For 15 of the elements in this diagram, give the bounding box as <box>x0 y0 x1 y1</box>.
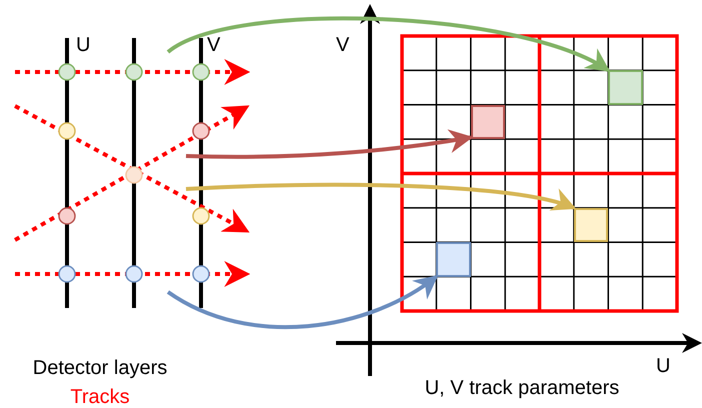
arrow <box>166 16 610 72</box>
highlighted-cell <box>574 208 608 242</box>
caption-text: Detector layers <box>32 357 168 379</box>
arrow <box>186 129 474 159</box>
layer-label: U <box>76 34 90 56</box>
highlighted-cell <box>470 104 506 140</box>
highlighted-cell <box>608 70 643 105</box>
axis-label: U <box>656 355 670 377</box>
axis-label: V <box>336 34 350 56</box>
layer-label: V <box>207 34 220 56</box>
arrow <box>166 275 438 330</box>
caption-text: U, V track parameters <box>424 377 620 399</box>
highlighted-cell <box>436 242 471 277</box>
caption-text: Tracks <box>70 386 130 408</box>
arrow <box>186 182 576 212</box>
